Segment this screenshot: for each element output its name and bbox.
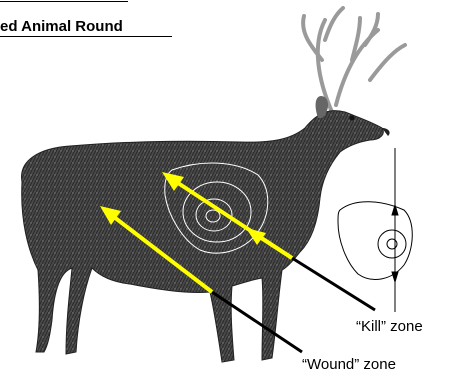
kill-zone-detail xyxy=(338,148,412,312)
antlers xyxy=(303,8,405,112)
wound-zone-label: “Wound” zone xyxy=(302,356,396,373)
kill-zone-label: “Kill” zone xyxy=(356,318,423,335)
